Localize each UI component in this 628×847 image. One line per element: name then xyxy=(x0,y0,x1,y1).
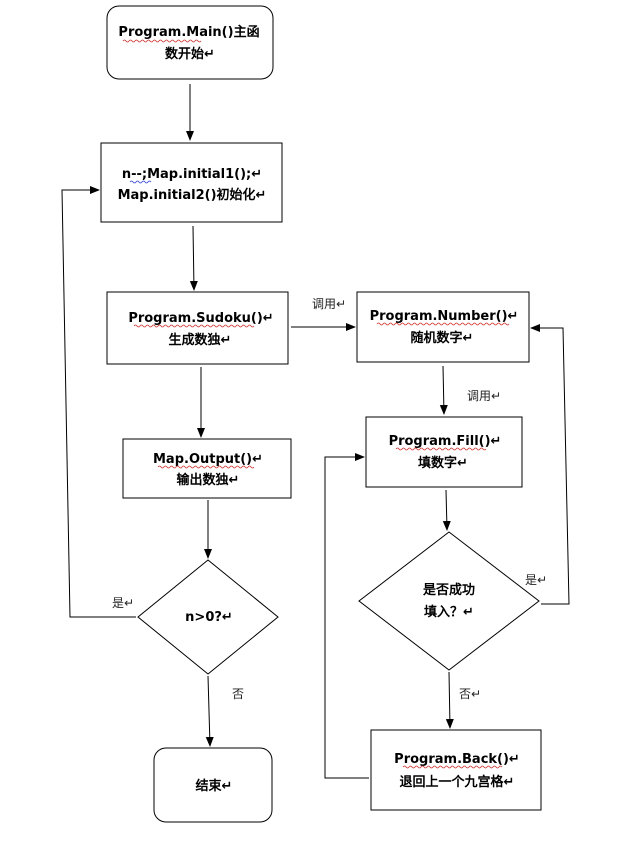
decision-n: n>0?↵ xyxy=(137,559,279,675)
node-output: Map.Output()↵ 输出数独↵ xyxy=(122,438,292,499)
edge-back-fill xyxy=(324,453,369,779)
decision-fill: 是否成功 填入？↵ xyxy=(358,531,540,671)
node-output-line1: Map.Output()↵ xyxy=(153,452,263,467)
node-sudoku-line1: Program.Sudoku()↵ xyxy=(128,311,273,326)
node-fill: Program.Fill()↵ 填数字↵ xyxy=(365,416,523,488)
label-no-left: 否 xyxy=(232,687,244,701)
label-yes-left: 是↵ xyxy=(112,596,134,610)
edge-fill-decision xyxy=(442,489,451,531)
node-output-line2: 输出数独↵ xyxy=(177,472,240,488)
node-back-line1: Program.Back()↵ xyxy=(394,752,520,767)
node-sudoku-line2: 生成数独↵ xyxy=(169,332,232,348)
label-call-1: 调用↵ xyxy=(312,297,346,311)
node-init-line2: Map.initial2()初始化↵ xyxy=(118,187,267,203)
decision-fill-line2: 填入？↵ xyxy=(424,604,474,620)
label-no-right: 否↵ xyxy=(459,687,481,701)
edge-init-sudoku xyxy=(189,225,198,291)
decision-n-text: n>0?↵ xyxy=(185,610,233,625)
decision-fill-line1: 是否成功 xyxy=(422,582,475,598)
edge-decision-yes-number xyxy=(530,324,570,605)
node-sudoku: Program.Sudoku()↵ 生成数独↵ xyxy=(106,291,289,365)
node-fill-line1: Program.Fill()↵ xyxy=(389,434,502,449)
node-number-line1: Program.Number()↵ xyxy=(370,309,519,324)
node-back: Program.Back()↵ 退回上一个九宫格↵ xyxy=(370,729,542,811)
node-main-line1: Program.Main()主函 xyxy=(118,24,259,40)
label-yes-right: 是↵ xyxy=(525,573,547,587)
node-number-line2: 随机数字↵ xyxy=(411,330,474,346)
node-main: Program.Main()主函 数开始↵ xyxy=(106,5,274,80)
node-init: n--;Map.initial1();↵ Map.initial2()初始化↵ xyxy=(100,142,283,223)
edge-decision-loop-yes xyxy=(61,186,136,618)
node-end: 结束↵ xyxy=(153,747,273,823)
node-end-text: 结束↵ xyxy=(196,778,233,794)
edge-decision-end xyxy=(205,675,214,747)
edge-decision-no-back xyxy=(445,671,454,729)
label-call-2: 调用↵ xyxy=(467,389,501,403)
node-number: Program.Number()↵ 随机数字↵ xyxy=(356,291,530,363)
node-back-line2: 退回上一个九宫格↵ xyxy=(400,774,515,790)
node-main-line2: 数开始↵ xyxy=(165,46,215,62)
node-fill-line2: 填数字↵ xyxy=(418,455,468,471)
node-init-line1: n--;Map.initial1();↵ xyxy=(122,167,262,182)
edge-number-fill xyxy=(439,365,448,415)
